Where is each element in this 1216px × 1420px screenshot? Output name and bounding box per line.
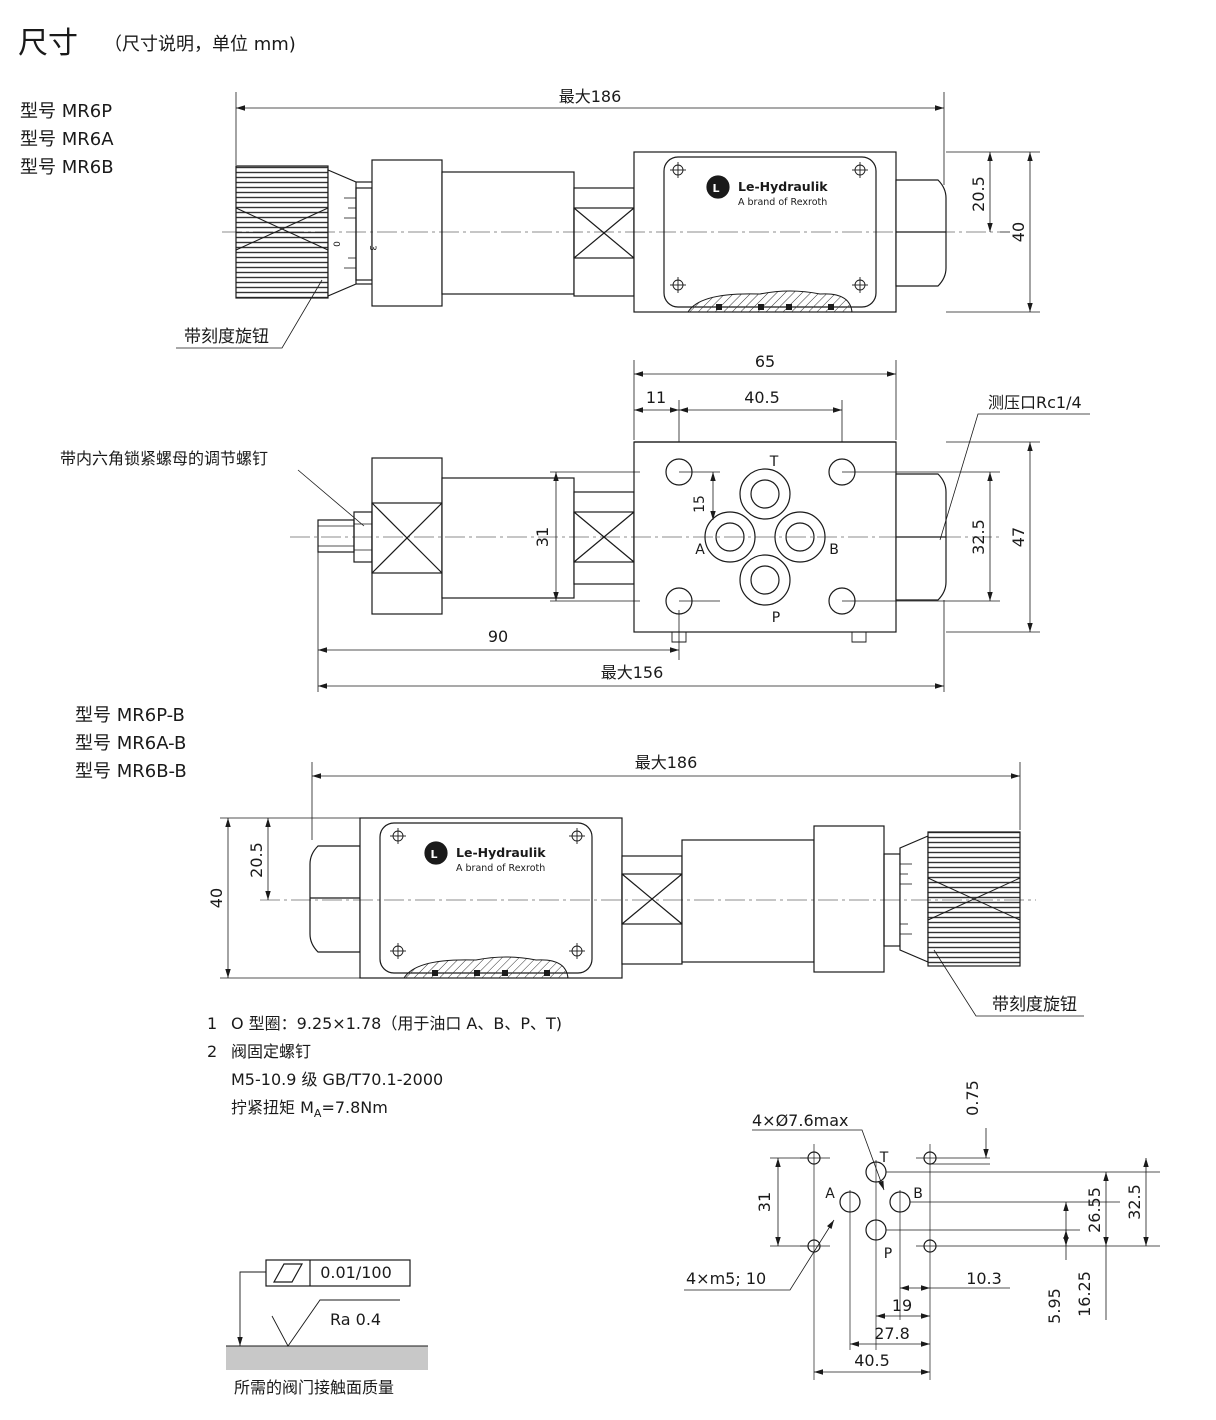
dim-26-55: 26.55 [1085,1187,1104,1233]
dim-max156: 最大156 [601,663,664,682]
dim-31-interface: 31 [755,1192,774,1212]
model-list-bottom: 型号 MR6P-B 型号 MR6A-B 型号 MR6B-B [75,702,187,786]
dim-65: 65 [755,352,775,371]
flatness-icon [272,1263,304,1283]
graduated-knob-label-bottom: 带刻度旋钮 [992,995,1077,1015]
roughness-value: Ra 0.4 [330,1310,381,1329]
dim-19: 19 [892,1296,912,1315]
surface-spec [226,1259,428,1370]
dim-15: 15 [692,495,708,513]
dim-32-5-plan: 32.5 [969,519,988,555]
flatness-frame [265,1259,411,1287]
dim-16-25: 16.25 [1075,1271,1094,1317]
dim-40-5-interface: 40.5 [854,1351,890,1370]
brand-name-bottom: Le-Hydraulik [456,845,546,860]
dim-10-3: 10.3 [966,1269,1002,1288]
le-hydraulik-logo-icon-2 [424,841,448,865]
model-mr6a: 型号 MR6A [20,129,114,150]
valve-body-bottom [359,817,623,979]
dim-0-75: 0.75 [963,1080,982,1116]
note-2-torque: 拧紧扭矩 MA=7.8Nm [231,1098,388,1121]
dim-40-top: 40 [1009,222,1028,242]
plan-view [290,360,1090,692]
dim-20-5-top: 20.5 [969,176,988,212]
note-2-screw: M5-10.9 级 GB/T70.1-2000 [231,1070,444,1089]
port-a-label-interface: A [825,1186,835,1202]
graduated-knob-top [235,165,329,299]
model-mr6b: 型号 MR6B [20,157,114,178]
dim-27-8: 27.8 [874,1324,910,1343]
adjusting-screw-label: 带内六角锁紧螺母的调节螺钉 [60,449,268,468]
dim-40-bottom: 40 [207,888,226,908]
port-t-label-plan: T [769,454,779,470]
port-p-label-plan: P [772,610,780,626]
dim-20-5-bottom: 20.5 [247,842,266,878]
port-t-plan [739,468,791,520]
dim-max186-top: 最大186 [559,87,622,106]
dim-11: 11 [646,388,666,407]
dim-5-95: 5.95 [1045,1288,1064,1324]
svg-text:L: L [430,848,437,861]
port-b-label-plan: B [829,542,839,558]
holes-callout: 4×Ø7.6max [752,1111,848,1130]
contact-surface [226,1346,428,1370]
page-title: 尺寸 [18,26,78,61]
model-mr6b-b: 型号 MR6B-B [75,761,187,782]
scale-zero-top: 0 [333,241,343,247]
mounting-interface [684,1128,1160,1380]
le-hydraulik-logo-icon [706,175,730,199]
brand-sub-bottom: A brand of Rexroth [456,863,545,874]
dim-32-5-interface: 32.5 [1125,1184,1144,1220]
port-p-plan [739,554,791,606]
port-t-label-interface: T [879,1150,889,1166]
dim-max186-bottom: 最大186 [635,753,698,772]
surface-caption: 所需的阀门接触面质量 [234,1378,394,1397]
brand-name-top: Le-Hydraulik [738,179,828,194]
model-list-top: 型号 MR6P 型号 MR6A 型号 MR6B [20,98,114,182]
page-subtitle: （尺寸说明，单位 mm) [104,34,296,55]
model-mr6p: 型号 MR6P [20,101,113,122]
model-mr6p-b: 型号 MR6P-B [75,705,185,726]
dim-47: 47 [1009,527,1028,547]
dim-90: 90 [488,627,508,646]
port-b-label-interface: B [913,1186,923,1202]
screws-callout: 4×m5; 10 [686,1269,766,1288]
port-p-label-interface: P [884,1246,892,1262]
side-view-top: L Le-Hydraulik A brand of Rexroth [176,92,1040,349]
dim-31-plan: 31 [533,527,552,547]
scale-three-top: 3 [367,245,377,251]
side-view-bottom: L Le-Hydraulik A brand of Rexroth [220,762,1084,1017]
dim-40-5-plan: 40.5 [744,388,780,407]
gauge-port-label: 测压口Rc1/4 [988,393,1082,412]
brand-sub-top: A brand of Rexroth [738,197,827,208]
port-a-label-plan: A [695,542,705,558]
svg-text:L: L [712,182,719,195]
roughness-symbol [271,1299,400,1347]
flatness-value: 0.01/100 [320,1263,392,1282]
graduated-knob-label-top: 带刻度旋钮 [184,327,269,347]
model-mr6a-b: 型号 MR6A-B [75,733,187,754]
